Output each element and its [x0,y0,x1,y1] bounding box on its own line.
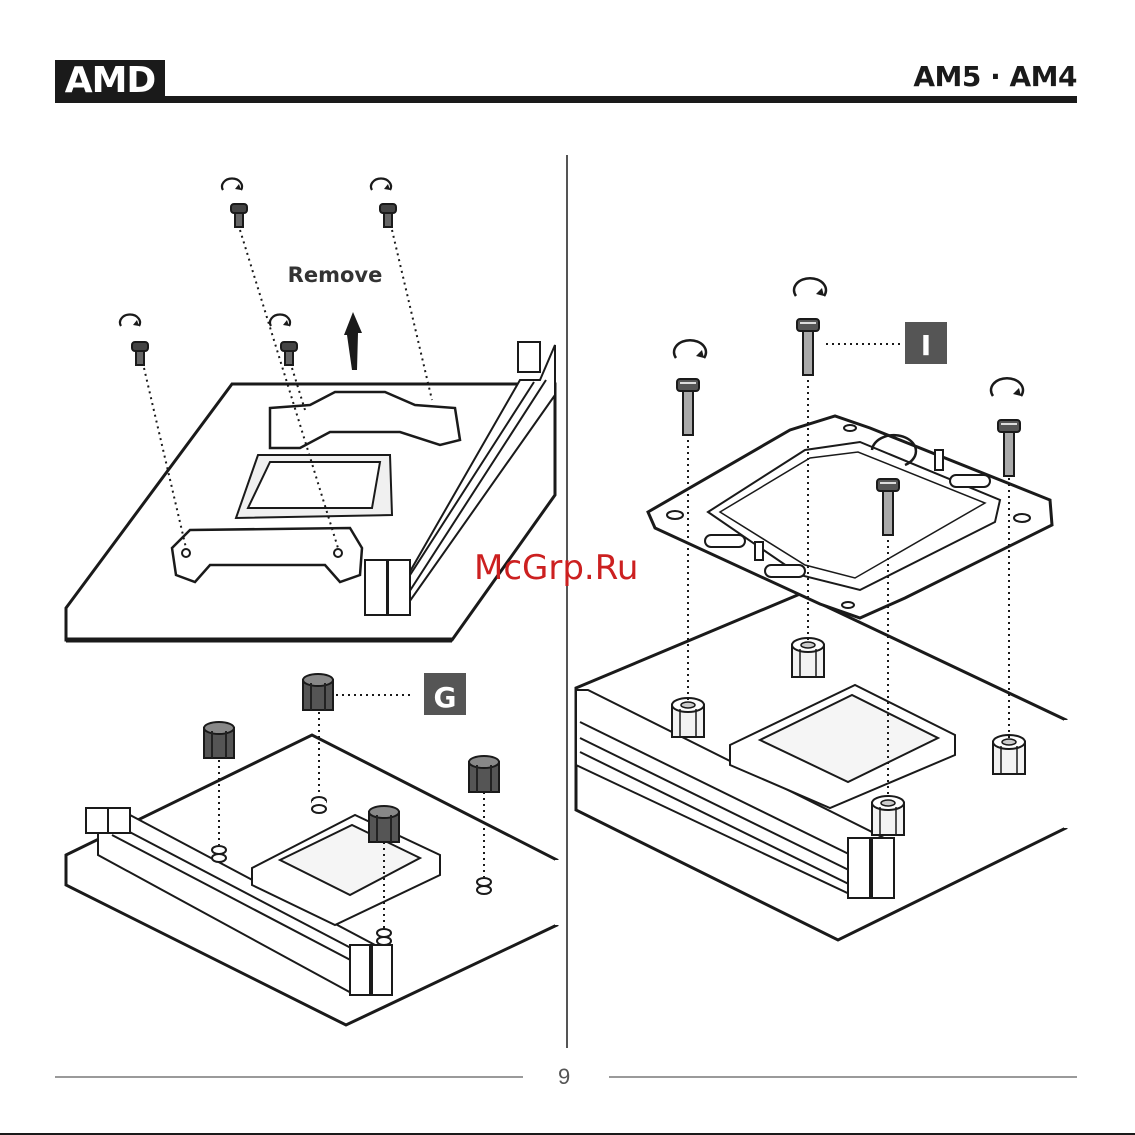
footer-rule-right [609,1076,1077,1078]
remove-label: Remove [288,263,383,287]
panel-install-standoffs [66,673,557,1025]
page-number: 9 [558,1064,570,1090]
callout-label-g: G [434,681,457,714]
panel-install-bracket [576,278,1066,940]
watermark-text: McGrp.Ru [474,548,638,588]
callout-label-i: I [921,329,931,362]
footer-rule-left [55,1076,523,1078]
